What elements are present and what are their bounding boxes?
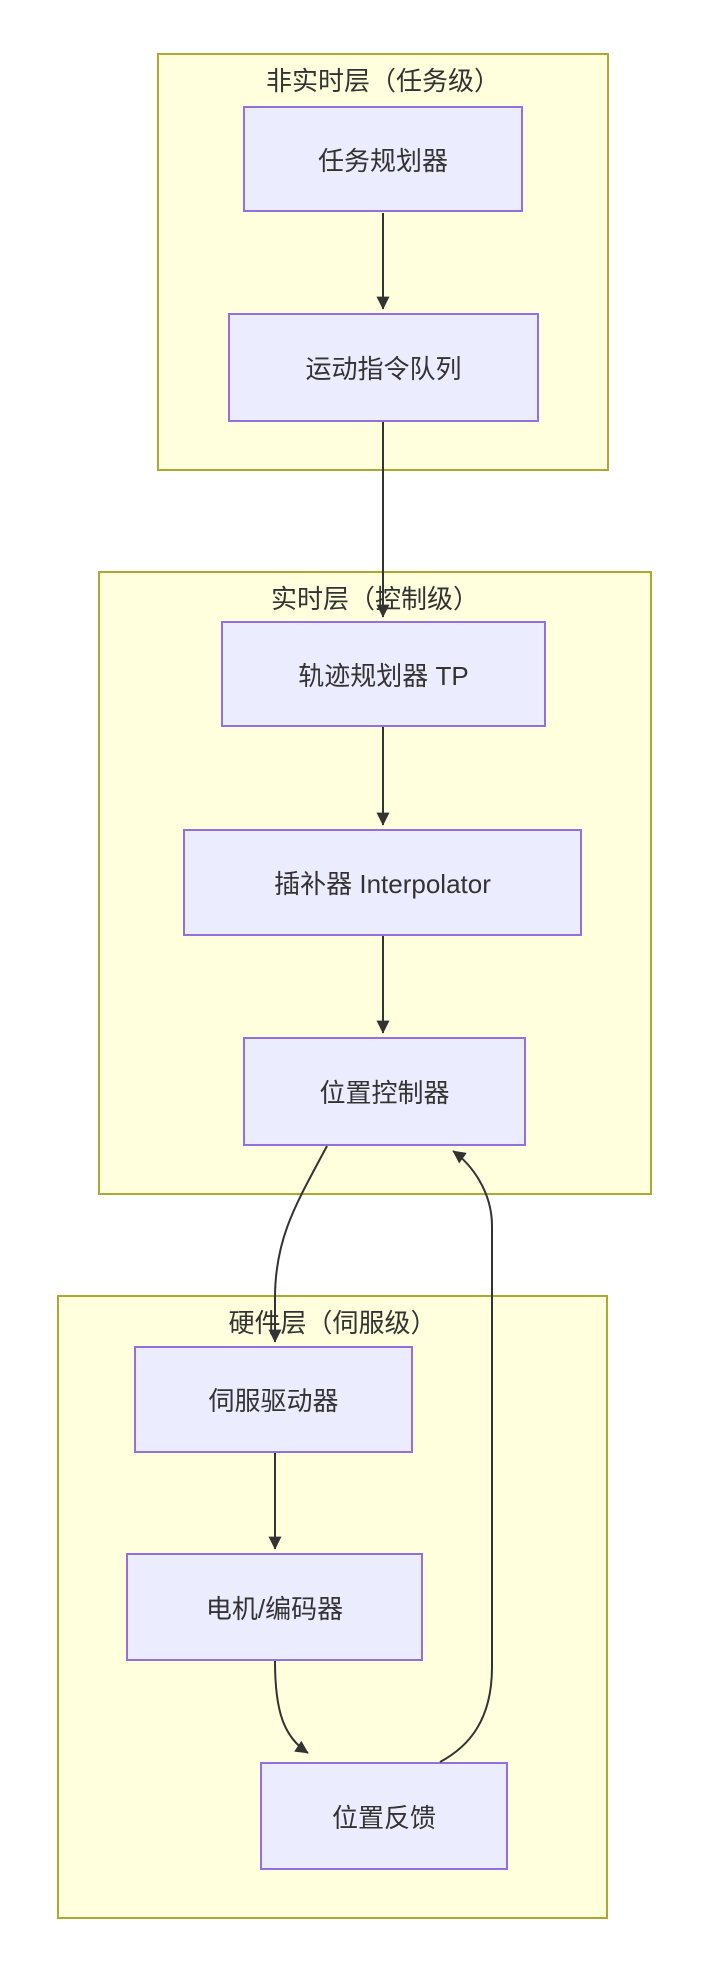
node-trajectory-planner: 轨迹规划器 TP [221, 621, 546, 727]
node-interpolator: 插补器 Interpolator [183, 829, 582, 936]
node-label-position-controller: 位置控制器 [319, 1078, 450, 1108]
node-motor-encoder: 电机/编码器 [126, 1553, 423, 1661]
node-label-interpolator: 插补器 Interpolator [274, 869, 491, 899]
node-servo-driver: 伺服驱动器 [134, 1346, 413, 1453]
cluster-hardware-layer: 硬件层（伺服级） 伺服驱动器 电机/编码器 位置反馈 [57, 1295, 608, 1919]
node-label-motor-encoder: 电机/编码器 [205, 1593, 344, 1624]
node-label-servo-driver: 伺服驱动器 [208, 1386, 339, 1416]
cluster-title-realtime: 实时层（控制级） [270, 584, 479, 614]
node-task-planner: 任务规划器 [243, 106, 523, 212]
cluster-non-realtime-layer: 非实时层（任务级） 任务规划器 运动指令队列 [157, 53, 609, 471]
node-position-controller: 位置控制器 [243, 1037, 526, 1146]
node-position-feedback: 位置反馈 [260, 1762, 508, 1870]
node-label-trajectory-planner: 轨迹规划器 TP [298, 660, 469, 691]
cluster-realtime-layer: 实时层（控制级） 轨迹规划器 TP 插补器 Interpolator 位置控制器 [98, 571, 652, 1195]
cluster-title-non-realtime: 非实时层（任务级） [265, 66, 500, 96]
node-motion-command-queue: 运动指令队列 [228, 313, 539, 422]
cluster-title-hardware: 硬件层（伺服级） [228, 1308, 437, 1338]
node-label-position-feedback: 位置反馈 [331, 1802, 436, 1833]
node-label-motion-command-queue: 运动指令队列 [305, 354, 462, 384]
node-label-task-planner: 任务规划器 [317, 145, 448, 176]
